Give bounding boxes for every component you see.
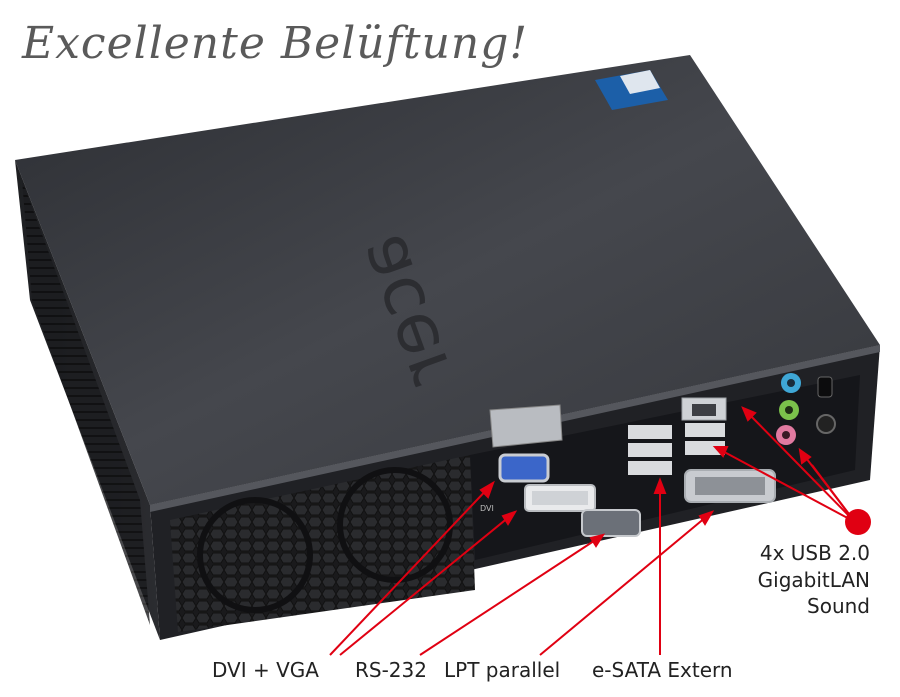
callout-dvi-vga: DVI + VGA: [212, 658, 319, 682]
callout-usb: 4x USB 2.0: [759, 541, 870, 565]
callout-lpt: LPT parallel: [444, 658, 561, 682]
lan-port: [681, 397, 727, 421]
callout-lan: GigabitLAN: [757, 568, 870, 592]
vga-port: [498, 453, 550, 483]
callout-esata: e-SATA Extern: [592, 658, 733, 682]
rs232-port: [581, 509, 641, 537]
fan-grille: [170, 455, 475, 632]
usb-ports: [628, 423, 725, 475]
lpt-port: [684, 469, 776, 503]
dvi-port: [524, 484, 596, 512]
callout-sound: Sound: [807, 594, 870, 618]
fan-left: [197, 497, 313, 613]
side-vents: [22, 180, 150, 625]
power-jack: [816, 414, 836, 434]
dvi-marking: DVI: [480, 504, 494, 513]
chassis-top: [15, 55, 880, 505]
annotation-arrows: [329, 406, 856, 656]
callout-rs232: RS-232: [355, 658, 427, 682]
metal-bracket: [489, 404, 563, 448]
annotation-dot: [845, 509, 871, 535]
fan-right: [337, 467, 453, 583]
lock-slot: [817, 376, 833, 398]
headline: Excellente Belüftung!: [22, 18, 529, 69]
